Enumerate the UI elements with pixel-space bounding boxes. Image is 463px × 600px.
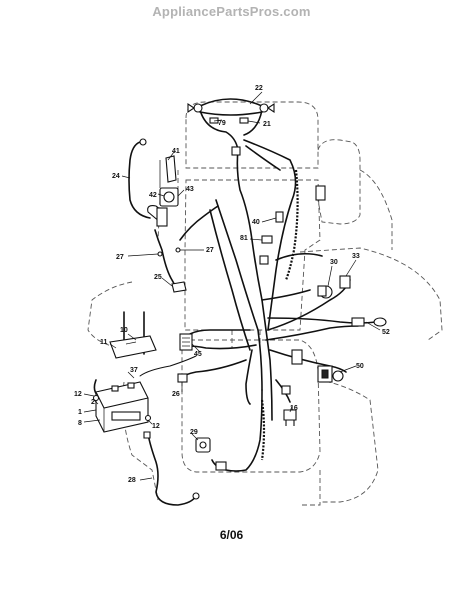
callout-2: 2 xyxy=(91,399,95,406)
switch-50 xyxy=(317,365,344,383)
callout-50: 50 xyxy=(356,363,364,370)
callout-41: 41 xyxy=(172,148,180,155)
callout-45: 45 xyxy=(194,351,202,358)
callout-79: 79 xyxy=(218,120,226,127)
bolt-12-bottom xyxy=(144,414,152,422)
callout-52: 52 xyxy=(382,329,390,336)
components xyxy=(92,102,387,500)
ignition-switch xyxy=(147,160,179,227)
callout-8: 8 xyxy=(78,420,82,427)
terminal-ring-24 xyxy=(139,138,147,146)
connector-81 xyxy=(261,235,273,244)
connector-seat xyxy=(215,461,227,471)
callout-42: 42 xyxy=(149,192,157,199)
bracket-41 xyxy=(165,155,177,183)
callout-27-b: 27 xyxy=(206,247,214,254)
diagram-date-code: 6/06 xyxy=(219,528,244,542)
connector-small xyxy=(281,385,291,395)
callout-22: 22 xyxy=(255,85,263,92)
callout-10: 10 xyxy=(120,327,128,334)
callout-40: 40 xyxy=(252,219,260,226)
callout-33: 33 xyxy=(352,253,360,260)
watermark: AppliancePartsPros.com xyxy=(152,4,311,19)
switch-16 xyxy=(283,409,297,426)
harness-connector-block xyxy=(291,349,303,365)
headlight-left xyxy=(187,102,203,114)
relay-33 xyxy=(339,275,351,289)
headlight-right xyxy=(259,102,275,114)
switch-bracket xyxy=(315,185,326,201)
callout-16: 16 xyxy=(290,405,298,412)
callout-labels: 22 79 21 41 24 42 43 40 81 33 27 27 25 3… xyxy=(74,85,390,484)
callout-28: 28 xyxy=(128,477,136,484)
bolt-12-top xyxy=(92,394,100,402)
callout-81: 81 xyxy=(240,235,248,242)
callout-43: 43 xyxy=(186,186,194,193)
cable-ring-28 xyxy=(192,492,200,500)
screw-27-b xyxy=(175,247,181,253)
screw-27-a xyxy=(157,251,163,257)
connector-26 xyxy=(177,373,188,383)
tractor-outline xyxy=(87,101,443,506)
cable-end-28 xyxy=(143,431,151,439)
plug-52 xyxy=(351,317,387,327)
module-45 xyxy=(179,333,193,351)
callout-25: 25 xyxy=(154,274,162,281)
connector-81b xyxy=(259,255,269,265)
callout-30: 30 xyxy=(330,259,338,266)
callout-12-b: 12 xyxy=(152,423,160,430)
battery xyxy=(95,381,149,433)
connector-40 xyxy=(275,211,284,223)
callout-29: 29 xyxy=(190,429,198,436)
callout-1: 1 xyxy=(78,409,82,416)
leader-lines xyxy=(83,91,381,481)
callout-37: 37 xyxy=(130,367,138,374)
callout-21: 21 xyxy=(263,121,271,128)
wiring-harness xyxy=(93,98,377,506)
callout-26: 26 xyxy=(172,391,180,398)
harness-coils xyxy=(260,169,299,461)
callout-24: 24 xyxy=(112,173,120,180)
battery-hold-down xyxy=(109,311,157,359)
callout-12-a: 12 xyxy=(74,391,82,398)
connector-plug xyxy=(231,146,241,156)
switch-30 xyxy=(317,285,333,299)
callout-27-a: 27 xyxy=(116,254,124,261)
connector-21 xyxy=(239,117,249,124)
ground-strap-25 xyxy=(171,281,187,293)
callout-11: 11 xyxy=(100,339,108,346)
seat-switch-29 xyxy=(195,437,211,453)
